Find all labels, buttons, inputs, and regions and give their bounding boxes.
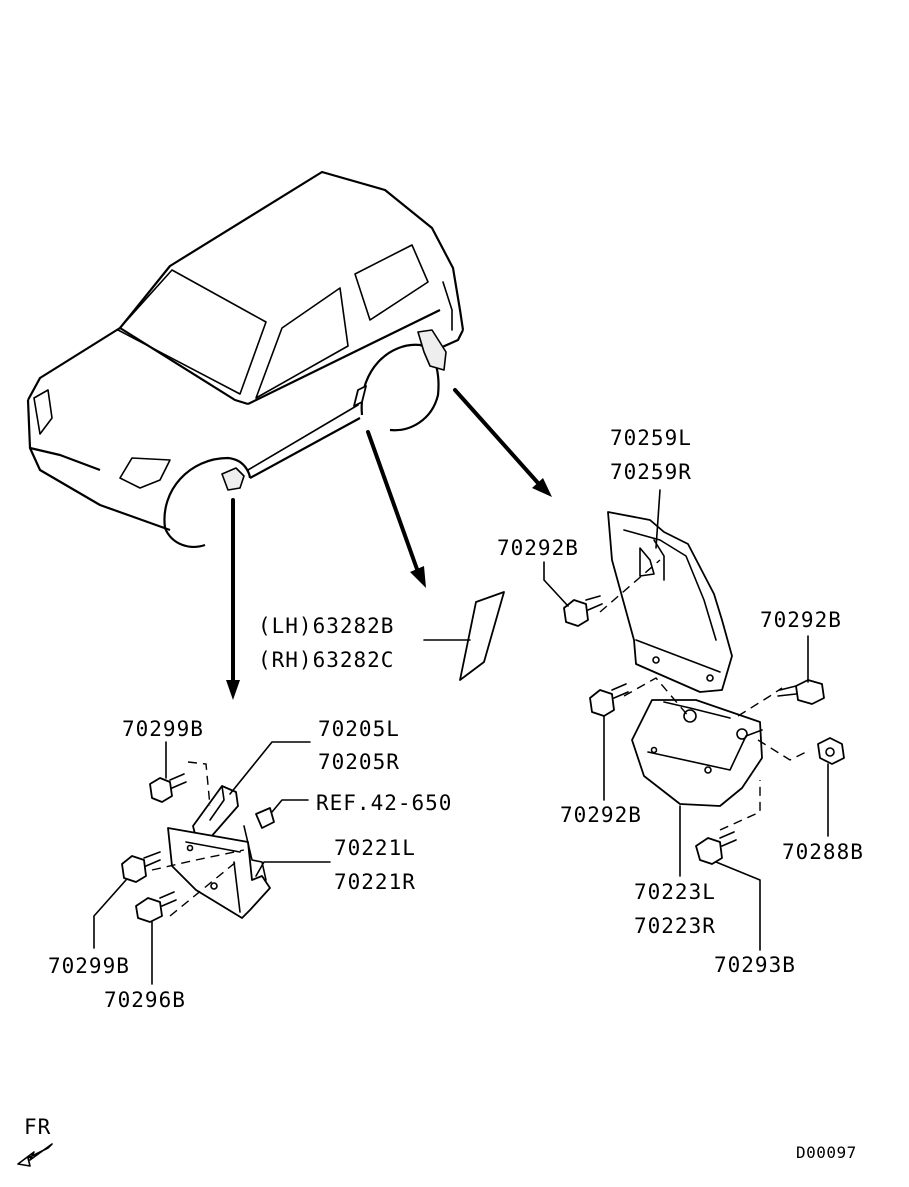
locator-arrows — [226, 388, 552, 700]
label-63282C: (RH)63282C — [258, 648, 394, 672]
label-70221R: 70221R — [334, 870, 416, 894]
label-70299B-lower: 70299B — [48, 954, 130, 978]
label-70259L: 70259L — [610, 426, 692, 450]
label-70221L: 70221L — [334, 836, 416, 860]
bolt-70296B — [135, 891, 177, 923]
label-70292B-right: 70292B — [760, 608, 842, 632]
front-mudflap-assembly — [121, 761, 275, 923]
label-70259R: 70259R — [610, 460, 692, 484]
label-70223L: 70223L — [634, 880, 716, 904]
side-protector-part — [423, 591, 505, 681]
nut-70288B — [817, 737, 845, 765]
bolt-70299B-upper — [149, 773, 187, 803]
label-70296B: 70296B — [104, 988, 186, 1012]
label-70299B-upper: 70299B — [122, 717, 204, 741]
bolt-70293B — [695, 831, 737, 865]
part-labels: 70259L 70259R 70292B 70292B 70292B (LH)6… — [48, 426, 864, 1012]
vehicle-illustration — [26, 170, 465, 548]
label-70205L: 70205L — [318, 717, 400, 741]
label-70292B-upper: 70292B — [497, 536, 579, 560]
label-70205R: 70205R — [318, 750, 400, 774]
leader-lines — [93, 489, 829, 985]
label-70293B: 70293B — [714, 953, 796, 977]
label-70223R: 70223R — [634, 914, 716, 938]
bolt-70299B-lower — [121, 851, 161, 883]
bolt-70292B-right — [777, 679, 825, 705]
rear-mudflap-assembly — [563, 511, 845, 865]
direction-label: FR — [24, 1115, 51, 1139]
label-70292B-lower: 70292B — [560, 803, 642, 827]
label-ref-42-650: REF.42-650 — [316, 791, 452, 815]
label-70288B: 70288B — [782, 840, 864, 864]
label-63282B: (LH)63282B — [258, 614, 394, 638]
bolt-70292B-upper — [563, 595, 603, 627]
front-direction-arrow: FR — [17, 1115, 53, 1167]
bolt-70292B-left — [589, 683, 629, 717]
diagram-id: D00097 — [796, 1143, 857, 1162]
